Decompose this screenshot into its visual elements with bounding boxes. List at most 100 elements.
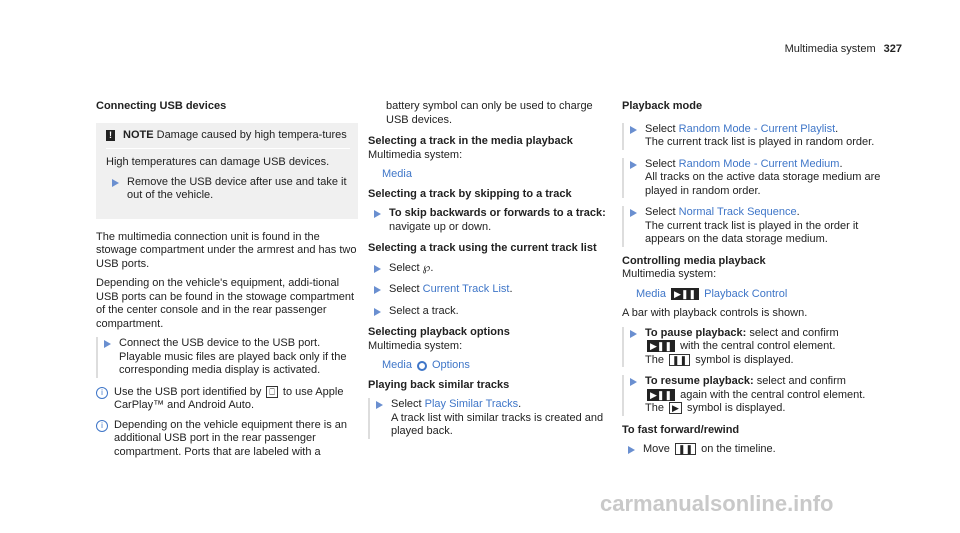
step-arrow-icon [630, 209, 637, 217]
column-2: battery symbol can only be used to charg… [368, 100, 618, 447]
play-pause-icon: ▶❚❚ [647, 340, 676, 353]
step-move: Move ❚❚ on the timeline. [622, 443, 882, 457]
step-normal-sequence-text: Select Normal Track Sequence.The current… [645, 206, 882, 247]
path-media[interactable]: Media [382, 359, 412, 371]
info-1-a: Use the USB port identified by [114, 385, 262, 398]
step-arrow-icon [630, 329, 637, 338]
move-a: Move [643, 443, 670, 455]
menu-path-options: Media Options [382, 359, 618, 373]
pause-text: select and confirm [749, 326, 839, 339]
sel2-b: . [509, 283, 513, 295]
heading-select-track: Selecting a track in the media playback [368, 135, 573, 147]
sel-b: . [430, 261, 434, 274]
path-options[interactable]: Options [431, 359, 470, 371]
playlist-icon[interactable]: ℘ [422, 261, 431, 274]
m3-a: Select [645, 206, 676, 218]
path-media[interactable]: Media [382, 168, 412, 180]
play-pause-icon: ▶❚❚ [647, 388, 676, 401]
path-playback-control[interactable]: Playback Control [704, 287, 788, 300]
note-step: Remove the USB device after use and take… [106, 176, 350, 203]
play-pause-icon: ▶❚❚ [671, 287, 700, 300]
step-arrow-icon [628, 446, 635, 454]
step-select-track: Select a track. [368, 305, 618, 319]
note-box: ! NOTE Damage caused by high tempera-tur… [96, 122, 358, 219]
gear-icon [416, 361, 427, 371]
m2-b: . [839, 157, 843, 170]
step-pause: To pause playback: select and confirm▶❚❚… [622, 326, 882, 367]
paragraph-2: Depending on the vehicle's equipment, ad… [96, 277, 355, 330]
sim-b: . [518, 398, 522, 410]
m3-b: . [796, 206, 800, 218]
heading-playback-mode: Playback mode [622, 100, 703, 112]
multimedia-system-label: Multimedia system: [368, 148, 463, 161]
heading-skip: Selecting a track by skipping to a track [368, 187, 572, 200]
note-heading: NOTE Damage caused by high tempera-tures [123, 129, 347, 143]
note-title: NOTE [123, 128, 154, 141]
sel2-a: Select [389, 283, 420, 295]
m2-a: Select [645, 157, 676, 170]
step-arrow-icon [104, 340, 111, 348]
info-1-b: to use Apple CarPlay™ and Android Auto. [114, 385, 344, 412]
step-arrow-icon [630, 160, 637, 169]
move-b: on the timeline. [701, 443, 776, 455]
note-header: ! NOTE Damage caused by high tempera-tur… [106, 129, 350, 149]
step-current-list-text: Select Current Track List. [389, 283, 513, 297]
step-arrow-icon [374, 307, 381, 316]
step-skip: To skip backwards or forwards to a track… [368, 207, 618, 234]
page-number: 327 [883, 43, 902, 55]
step-arrow-icon [630, 378, 637, 386]
step-resume: To resume playback: select and confirm▶❚… [622, 375, 882, 416]
step-normal-sequence: Select Normal Track Sequence.The current… [622, 206, 882, 247]
resume-bold: To resume playback: [645, 375, 754, 387]
path-media[interactable]: Media [636, 287, 666, 300]
step-random-playlist-text: Select Random Mode - Current Playlist.Th… [645, 123, 874, 150]
m2-text: All tracks on the active data storage me… [645, 171, 881, 197]
play-similar-link[interactable]: Play Similar Tracks [424, 398, 519, 410]
skip-bold: To skip backwards or forwards to a track… [389, 207, 606, 219]
info-1: i Use the USB port identified by ⎕ to us… [96, 386, 358, 413]
watermark: carmanualsonline.info [600, 491, 834, 516]
heading-fast-forward: To fast forward/rewind [622, 423, 740, 436]
column-3: Playback mode Select Random Mode - Curre… [622, 100, 882, 465]
step-select-track-text: Select a track. [389, 304, 459, 317]
current-track-list-link[interactable]: Current Track List [422, 283, 510, 295]
warning-icon: ! [106, 129, 115, 141]
heading-track-list: Selecting a track using the current trac… [368, 242, 597, 254]
pause-icon: ❚❚ [669, 353, 691, 366]
pause-icon: ❚❚ [674, 443, 697, 456]
heading-connecting-usb: Connecting USB devices [96, 100, 227, 112]
menu-path-playback: Media ▶❚❚ Playback Control [636, 288, 882, 302]
info-1-text: Use the USB port identified by ⎕ to use … [114, 386, 358, 413]
info-icon: i [96, 419, 108, 432]
info-icon: i [96, 386, 108, 399]
multimedia-system-label: Multimedia system: [368, 339, 463, 352]
step-resume-text: To resume playback: select and confirm▶❚… [645, 375, 865, 416]
note-text: Damage caused by high tempera-tures [156, 128, 347, 141]
paragraph-1: The multimedia connection unit is found … [96, 230, 357, 270]
normal-sequence-link[interactable]: Normal Track Sequence [678, 206, 797, 218]
multimedia-system-label: Multimedia system: [622, 268, 717, 280]
m3-text: The current track list is played in the … [645, 219, 859, 246]
heading-options: Selecting playback options [368, 326, 510, 338]
bar-text: A bar with playback controls is shown. [622, 307, 808, 319]
pause-text2: with the central control element. [680, 340, 836, 352]
resume-text2: again with the central control element. [680, 388, 866, 401]
step-move-text: Move ❚❚ on the timeline. [643, 443, 776, 457]
menu-path-media[interactable]: Media [382, 168, 618, 182]
step-arrow-icon [374, 210, 381, 218]
resume-text3: symbol is displayed. [687, 402, 786, 414]
sel-a: Select [389, 261, 420, 274]
step-random-medium: Select Random Mode - Current Medium.All … [622, 157, 882, 198]
section-title: Multimedia system [784, 43, 876, 55]
step-skip-text: To skip backwards or forwards to a track… [389, 207, 618, 234]
note-body: High temperatures can damage USB devices… [106, 156, 330, 168]
m1-b: . [835, 122, 839, 135]
page-header: Multimedia system 327 [785, 43, 902, 57]
resume-the: The [645, 402, 664, 414]
continued-text: battery symbol can only be used to charg… [386, 100, 593, 126]
random-medium-link[interactable]: Random Mode - Current Medium [678, 157, 840, 170]
step-current-list: Select Current Track List. [368, 283, 618, 297]
play-icon: ▶ [669, 402, 682, 415]
pause-text3: symbol is displayed. [695, 353, 794, 366]
random-playlist-link[interactable]: Random Mode - Current Playlist [678, 122, 836, 135]
